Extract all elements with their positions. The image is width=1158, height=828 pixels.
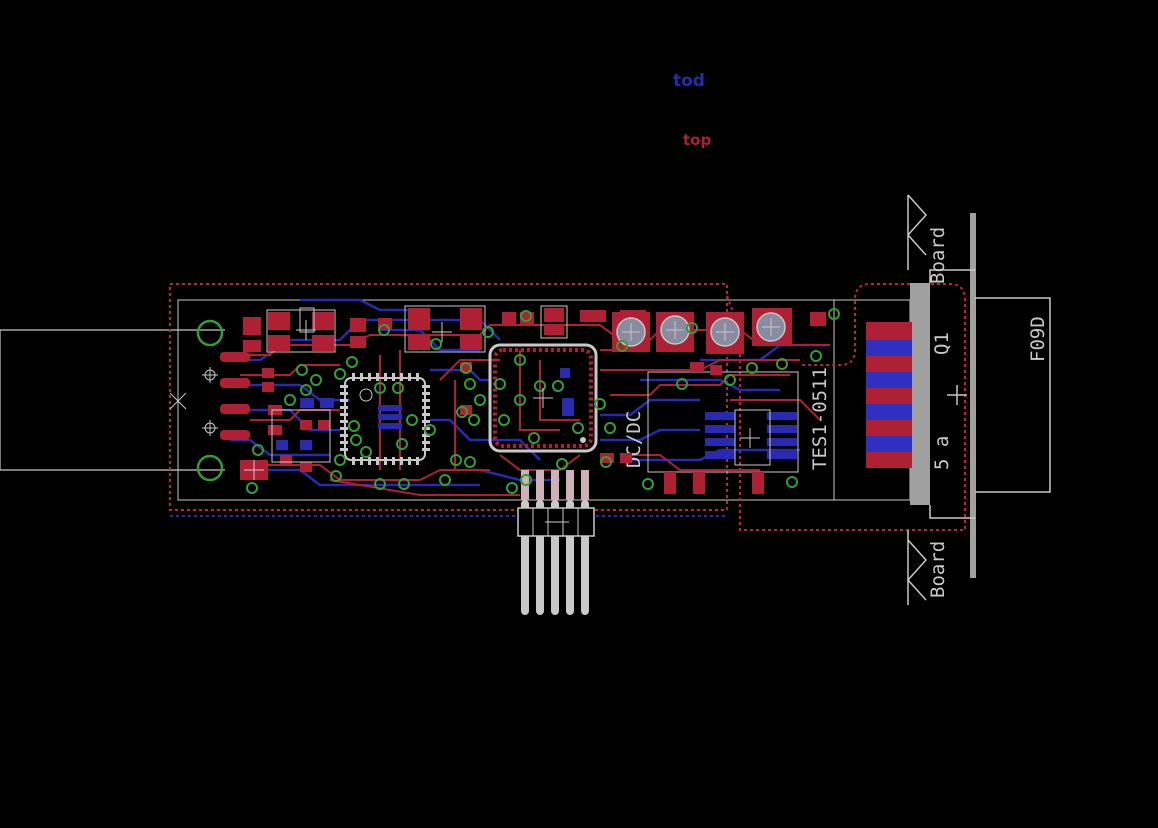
soic-ic xyxy=(705,409,797,466)
bottom-smd-parts xyxy=(276,368,574,450)
vias xyxy=(246,308,840,494)
board-label-top: Board xyxy=(927,227,949,284)
qfp-ic-main xyxy=(488,343,598,453)
usb-mount-holes xyxy=(196,319,224,482)
origin-markers xyxy=(244,318,780,480)
top-row-components xyxy=(243,308,826,352)
board-label-bottom: Board xyxy=(927,541,949,598)
bottom-layer-label: tod xyxy=(673,71,705,91)
pin-five-label: 5 a xyxy=(931,436,953,470)
pin-one-label: Q1 xyxy=(931,332,953,355)
dsub-connector: Board Board F09D Q1 5 a xyxy=(866,194,1051,605)
part-number-label: TES1-0511 xyxy=(809,367,831,470)
small-ic-outline xyxy=(271,409,331,463)
connector-name-label: F09D xyxy=(1027,316,1049,362)
usb-connector-outline xyxy=(0,329,225,471)
usb-pads xyxy=(220,352,250,440)
top-layer-label: top xyxy=(683,131,711,149)
qfp-ic-left xyxy=(340,373,430,465)
usb-alignment-marks xyxy=(169,367,218,436)
